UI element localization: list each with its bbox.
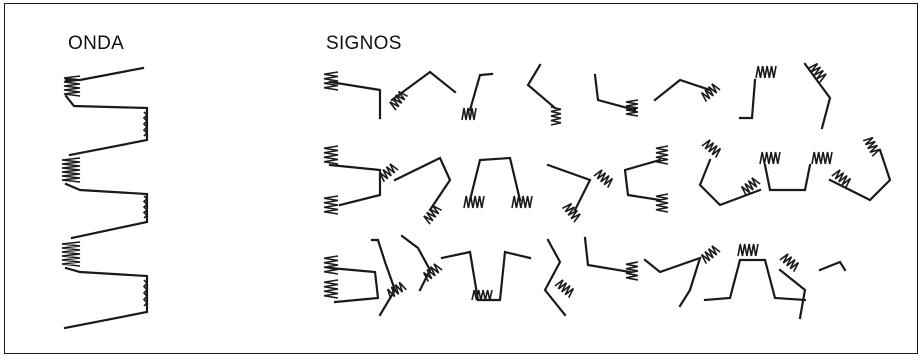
- signo-motif: [468, 72, 494, 112]
- onda-segment: [64, 182, 149, 240]
- signo-motif: [390, 70, 457, 102]
- signo-motif: [653, 78, 712, 102]
- onda-wave: [61, 66, 149, 330]
- signo-motif: [583, 236, 632, 274]
- onda-wiggle: [142, 111, 149, 137]
- signo-motif: [703, 258, 807, 302]
- onda-segment: [63, 266, 149, 330]
- signo-motif: [763, 163, 812, 192]
- signo-motif: [393, 156, 452, 212]
- signo-motif: [543, 238, 567, 317]
- signo-motif: [623, 158, 662, 202]
- signos-motifs: [323, 62, 892, 320]
- signo-motif: [698, 158, 762, 207]
- signo-motif: [738, 78, 757, 120]
- signo-motif: [400, 234, 432, 292]
- onda-segment: [64, 94, 149, 157]
- signo-motif: [546, 163, 592, 212]
- signo-motif: [593, 73, 637, 112]
- signo-motif: [526, 63, 557, 110]
- signo-motif: [328, 163, 382, 207]
- signo-motif: [778, 268, 807, 320]
- onda-wiggle: [142, 195, 149, 219]
- signo-motif: [440, 250, 532, 302]
- signo-motif: [828, 148, 892, 202]
- signo-motif: [468, 156, 522, 202]
- signo-motif: [803, 62, 832, 130]
- onda-label: ONDA: [68, 33, 125, 54]
- signo-motif: [643, 256, 702, 308]
- onda-comb: [61, 241, 81, 267]
- onda-comb: [63, 75, 81, 97]
- signos-label: SIGNOS: [326, 33, 402, 54]
- signo-motif: [328, 266, 380, 304]
- signo-motif: [328, 80, 382, 120]
- figure-frame: [4, 3, 918, 354]
- signo-motif: [818, 260, 847, 272]
- onda-wiggle: [142, 279, 149, 307]
- onda-segment: [64, 66, 145, 82]
- onda-comb: [61, 157, 81, 183]
